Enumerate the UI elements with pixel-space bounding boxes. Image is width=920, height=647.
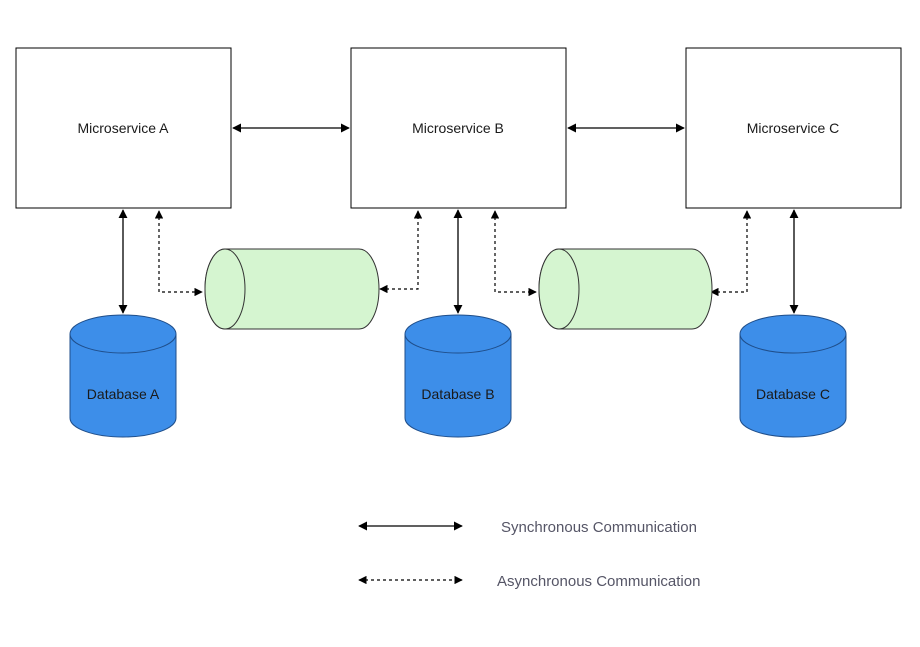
database-b-label: Database B	[421, 386, 494, 402]
microservice-b: Microservice B	[350, 47, 567, 209]
async-arrow-a-queue	[154, 210, 203, 297]
microservice-b-label: Microservice B	[412, 120, 504, 136]
database-a: Database A	[69, 314, 177, 438]
database-c: Database C	[739, 314, 847, 438]
queue-a-b	[204, 248, 380, 330]
microservice-a-label: Microservice A	[77, 120, 169, 136]
microservice-a: Microservice A	[15, 47, 232, 209]
database-b: Database B	[404, 314, 512, 438]
async-arrow-b-queue	[490, 210, 537, 297]
database-c-label: Database C	[756, 386, 830, 402]
legend-async-label: Asynchronous Communication	[497, 573, 700, 590]
async-arrow-queue-c	[710, 210, 752, 297]
legend: Synchronous Communication Asynchronous C…	[358, 519, 700, 590]
database-a-label: Database A	[87, 386, 160, 402]
queue-b-c	[538, 248, 713, 330]
legend-sync-label: Synchronous Communication	[501, 519, 697, 536]
async-arrow-queue-b	[379, 210, 423, 294]
microservice-c-label: Microservice C	[747, 120, 840, 136]
microservice-c: Microservice C	[685, 47, 902, 209]
